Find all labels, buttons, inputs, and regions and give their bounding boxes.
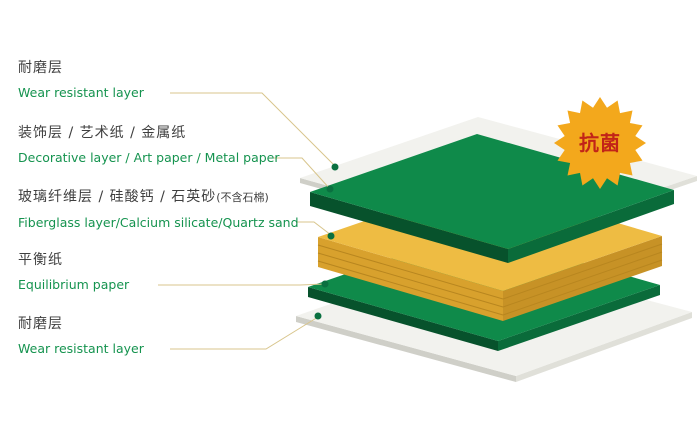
leader-line-wear-bottom xyxy=(170,316,319,350)
leader-line-wear-top xyxy=(170,92,336,167)
core-sheet-line xyxy=(317,260,504,316)
leader-line-decorative xyxy=(272,157,331,190)
label-zh: 耐磨层 xyxy=(18,60,63,76)
equilibrium-side-left xyxy=(308,287,498,351)
anchor-dot-decorative xyxy=(326,185,334,193)
label-en: Equilibrium paper xyxy=(18,277,130,292)
label-zh: 平衡纸 xyxy=(18,252,63,268)
layer-label-core: 玻璃纤维层 / 硅酸钙 / 石英砂(不含石棉) Fiberglass layer… xyxy=(18,187,299,231)
label-en: Wear resistant layer xyxy=(18,341,144,356)
core-sheet-line xyxy=(502,259,663,316)
core-sheet-line xyxy=(502,243,663,300)
badge-text: 抗菌 xyxy=(579,131,621,155)
anchor-dot-core xyxy=(327,232,335,240)
label-zh-main: 玻璃纤维层 / 硅酸钙 / 石英砂 xyxy=(18,189,217,205)
bottom-sheet-side-left xyxy=(296,316,516,382)
antibacterial-badge: 抗菌 xyxy=(554,97,646,189)
anchor-dot-wear-bottom xyxy=(314,312,322,320)
layer-decorative xyxy=(310,134,674,263)
core-sheet-line xyxy=(317,252,504,308)
layer-label-wear-top: 耐磨层 Wear resistant layer xyxy=(18,58,144,101)
decorative-side-right xyxy=(508,190,674,263)
layer-label-decorative: 装饰层 / 艺术纸 / 金属纸 Decorative layer / Art p… xyxy=(18,123,280,166)
label-en: Decorative layer / Art paper / Metal pap… xyxy=(18,150,280,165)
label-zh: 装饰层 / 艺术纸 / 金属纸 xyxy=(18,125,187,141)
equilibrium-side-right xyxy=(498,285,660,351)
leader-line-equilibrium xyxy=(158,283,326,286)
label-zh: 耐磨层 xyxy=(18,316,63,332)
bottom-sheet-side-right xyxy=(516,312,692,382)
starburst-shape xyxy=(554,97,646,189)
core-sheet-line xyxy=(502,251,663,308)
label-en: Wear resistant layer xyxy=(18,85,144,100)
core-sheet-line xyxy=(317,244,504,300)
decorative-side-left xyxy=(310,192,508,263)
layer-label-equilibrium: 平衡纸 Equilibrium paper xyxy=(18,250,129,293)
anchor-dot-wear-top xyxy=(331,163,339,171)
layer-label-wear-bottom: 耐磨层 Wear resistant layer xyxy=(18,314,144,357)
anchor-dot-equilibrium xyxy=(321,280,329,288)
label-zh-note: (不含石棉) xyxy=(216,191,269,204)
leader-line-core xyxy=(296,221,332,236)
label-zh: 玻璃纤维层 / 硅酸钙 / 石英砂(不含石棉) xyxy=(18,187,299,208)
label-en: Fiberglass layer/Calcium silicate/Quartz… xyxy=(18,215,299,230)
decorative-face xyxy=(310,134,674,249)
